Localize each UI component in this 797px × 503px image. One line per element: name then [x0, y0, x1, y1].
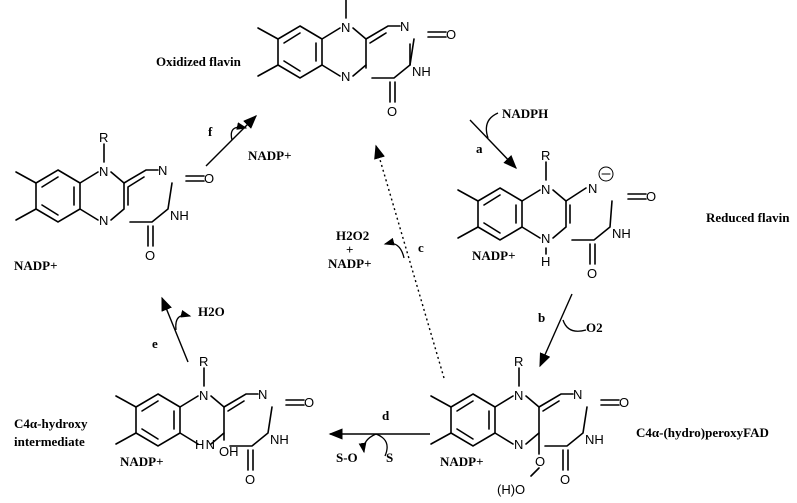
h2o-label: H2O — [198, 304, 225, 319]
plus-label: + — [346, 242, 353, 257]
atom-n5h: NH — [195, 437, 215, 452]
h2o2-label: H2O2 — [336, 228, 369, 243]
arrow-step-e — [161, 296, 189, 363]
peroxy-nadp-label: NADP+ — [440, 454, 484, 469]
atom-h5: H — [541, 254, 550, 269]
atom-n5: N — [341, 69, 350, 84]
oxidized-flavin-label: Oxidized flavin — [156, 54, 242, 69]
arrow-step-b — [539, 293, 573, 368]
atom-hoo: (H)O — [497, 482, 525, 497]
atom-o2: O — [619, 395, 629, 410]
hydroxy-label-line2: intermediate — [14, 434, 85, 449]
oxidized-flavin-structure: N R N N O NH O — [257, 0, 456, 119]
atom-n3h: NH — [412, 64, 431, 79]
step-label-e: e — [152, 336, 158, 351]
atom-r: R — [541, 148, 550, 163]
atom-n10: N — [541, 182, 550, 197]
h2o-curve — [175, 310, 192, 331]
step-label-f: f — [208, 124, 213, 139]
atom-o4: O — [245, 472, 255, 487]
step-label-a: a — [476, 141, 483, 156]
so-curve — [358, 433, 377, 454]
atom-o4: O — [560, 472, 570, 487]
atom-n10: N — [199, 388, 208, 403]
atom-n3h: NH — [612, 226, 631, 241]
atom-n1: N — [573, 387, 582, 402]
step-label-b: b — [538, 310, 545, 325]
atom-n1: N — [400, 19, 409, 34]
hydroxy-flavin-structure: N R NH N O NH O OH — [115, 354, 314, 487]
atom-n1: N — [588, 181, 597, 196]
s-curve — [375, 433, 388, 457]
atom-o2: O — [446, 27, 456, 42]
atom-o4: O — [587, 266, 597, 281]
atom-r: R — [341, 0, 350, 1]
atom-n5: N — [541, 231, 550, 246]
hydroxy-nadp-label: NADP+ — [120, 454, 164, 469]
f-nadp-label: NADP+ — [248, 148, 292, 163]
atom-n1: N — [258, 387, 267, 402]
atom-n10: N — [99, 164, 108, 179]
left-nadp-label: NADP+ — [14, 258, 58, 273]
peroxy-flavin-structure: N R N N O NH O O (H)O — [430, 354, 629, 497]
atom-o4: O — [145, 248, 155, 263]
so-label: S-O — [336, 450, 358, 465]
nadph-label: NADPH — [502, 106, 548, 121]
atom-o4: O — [387, 104, 397, 119]
atom-o2: O — [304, 395, 314, 410]
atom-oh: OH — [219, 444, 239, 459]
hydroxy-label-line1: C4α-hydroxy — [14, 416, 88, 431]
atom-r: R — [199, 354, 208, 369]
atom-r: R — [99, 130, 108, 145]
reduced-flavin-label: Reduced flavin — [706, 210, 790, 225]
atom-n10: N — [341, 20, 350, 35]
atom-o-peroxy: O — [535, 454, 545, 469]
atom-n10: N — [514, 388, 523, 403]
atom-r: R — [514, 354, 523, 369]
atom-n5: N — [514, 437, 523, 452]
atom-n3h: NH — [170, 208, 189, 223]
h2o2-curve — [383, 237, 405, 259]
arrow-step-a — [469, 119, 517, 170]
reduced-nadp-label: NADP+ — [472, 248, 516, 263]
c-nadp-label: NADP+ — [328, 256, 372, 271]
atom-n5: N — [99, 213, 108, 228]
s-label: S — [386, 450, 393, 465]
arrow-step-c — [374, 144, 445, 379]
nadph-curve — [485, 112, 499, 139]
step-label-c: c — [418, 240, 424, 255]
step-label-d: d — [382, 408, 390, 423]
left-flavin-structure: N R N N O NH O — [15, 130, 214, 263]
atom-o2: O — [646, 189, 656, 204]
f-nadp-curve — [230, 122, 248, 141]
atom-n3h: NH — [585, 432, 604, 447]
o2-label: O2 — [586, 320, 603, 335]
peroxy-flavin-label: C4α-(hydro)peroxyFAD — [636, 425, 769, 440]
reduced-flavin-structure: N R N H N O NH O — [457, 148, 656, 281]
o2-curve — [562, 319, 587, 332]
atom-o2: O — [204, 171, 214, 186]
atom-n1: N — [158, 163, 167, 178]
arrow-step-f — [205, 115, 257, 167]
atom-n3h: NH — [270, 432, 289, 447]
